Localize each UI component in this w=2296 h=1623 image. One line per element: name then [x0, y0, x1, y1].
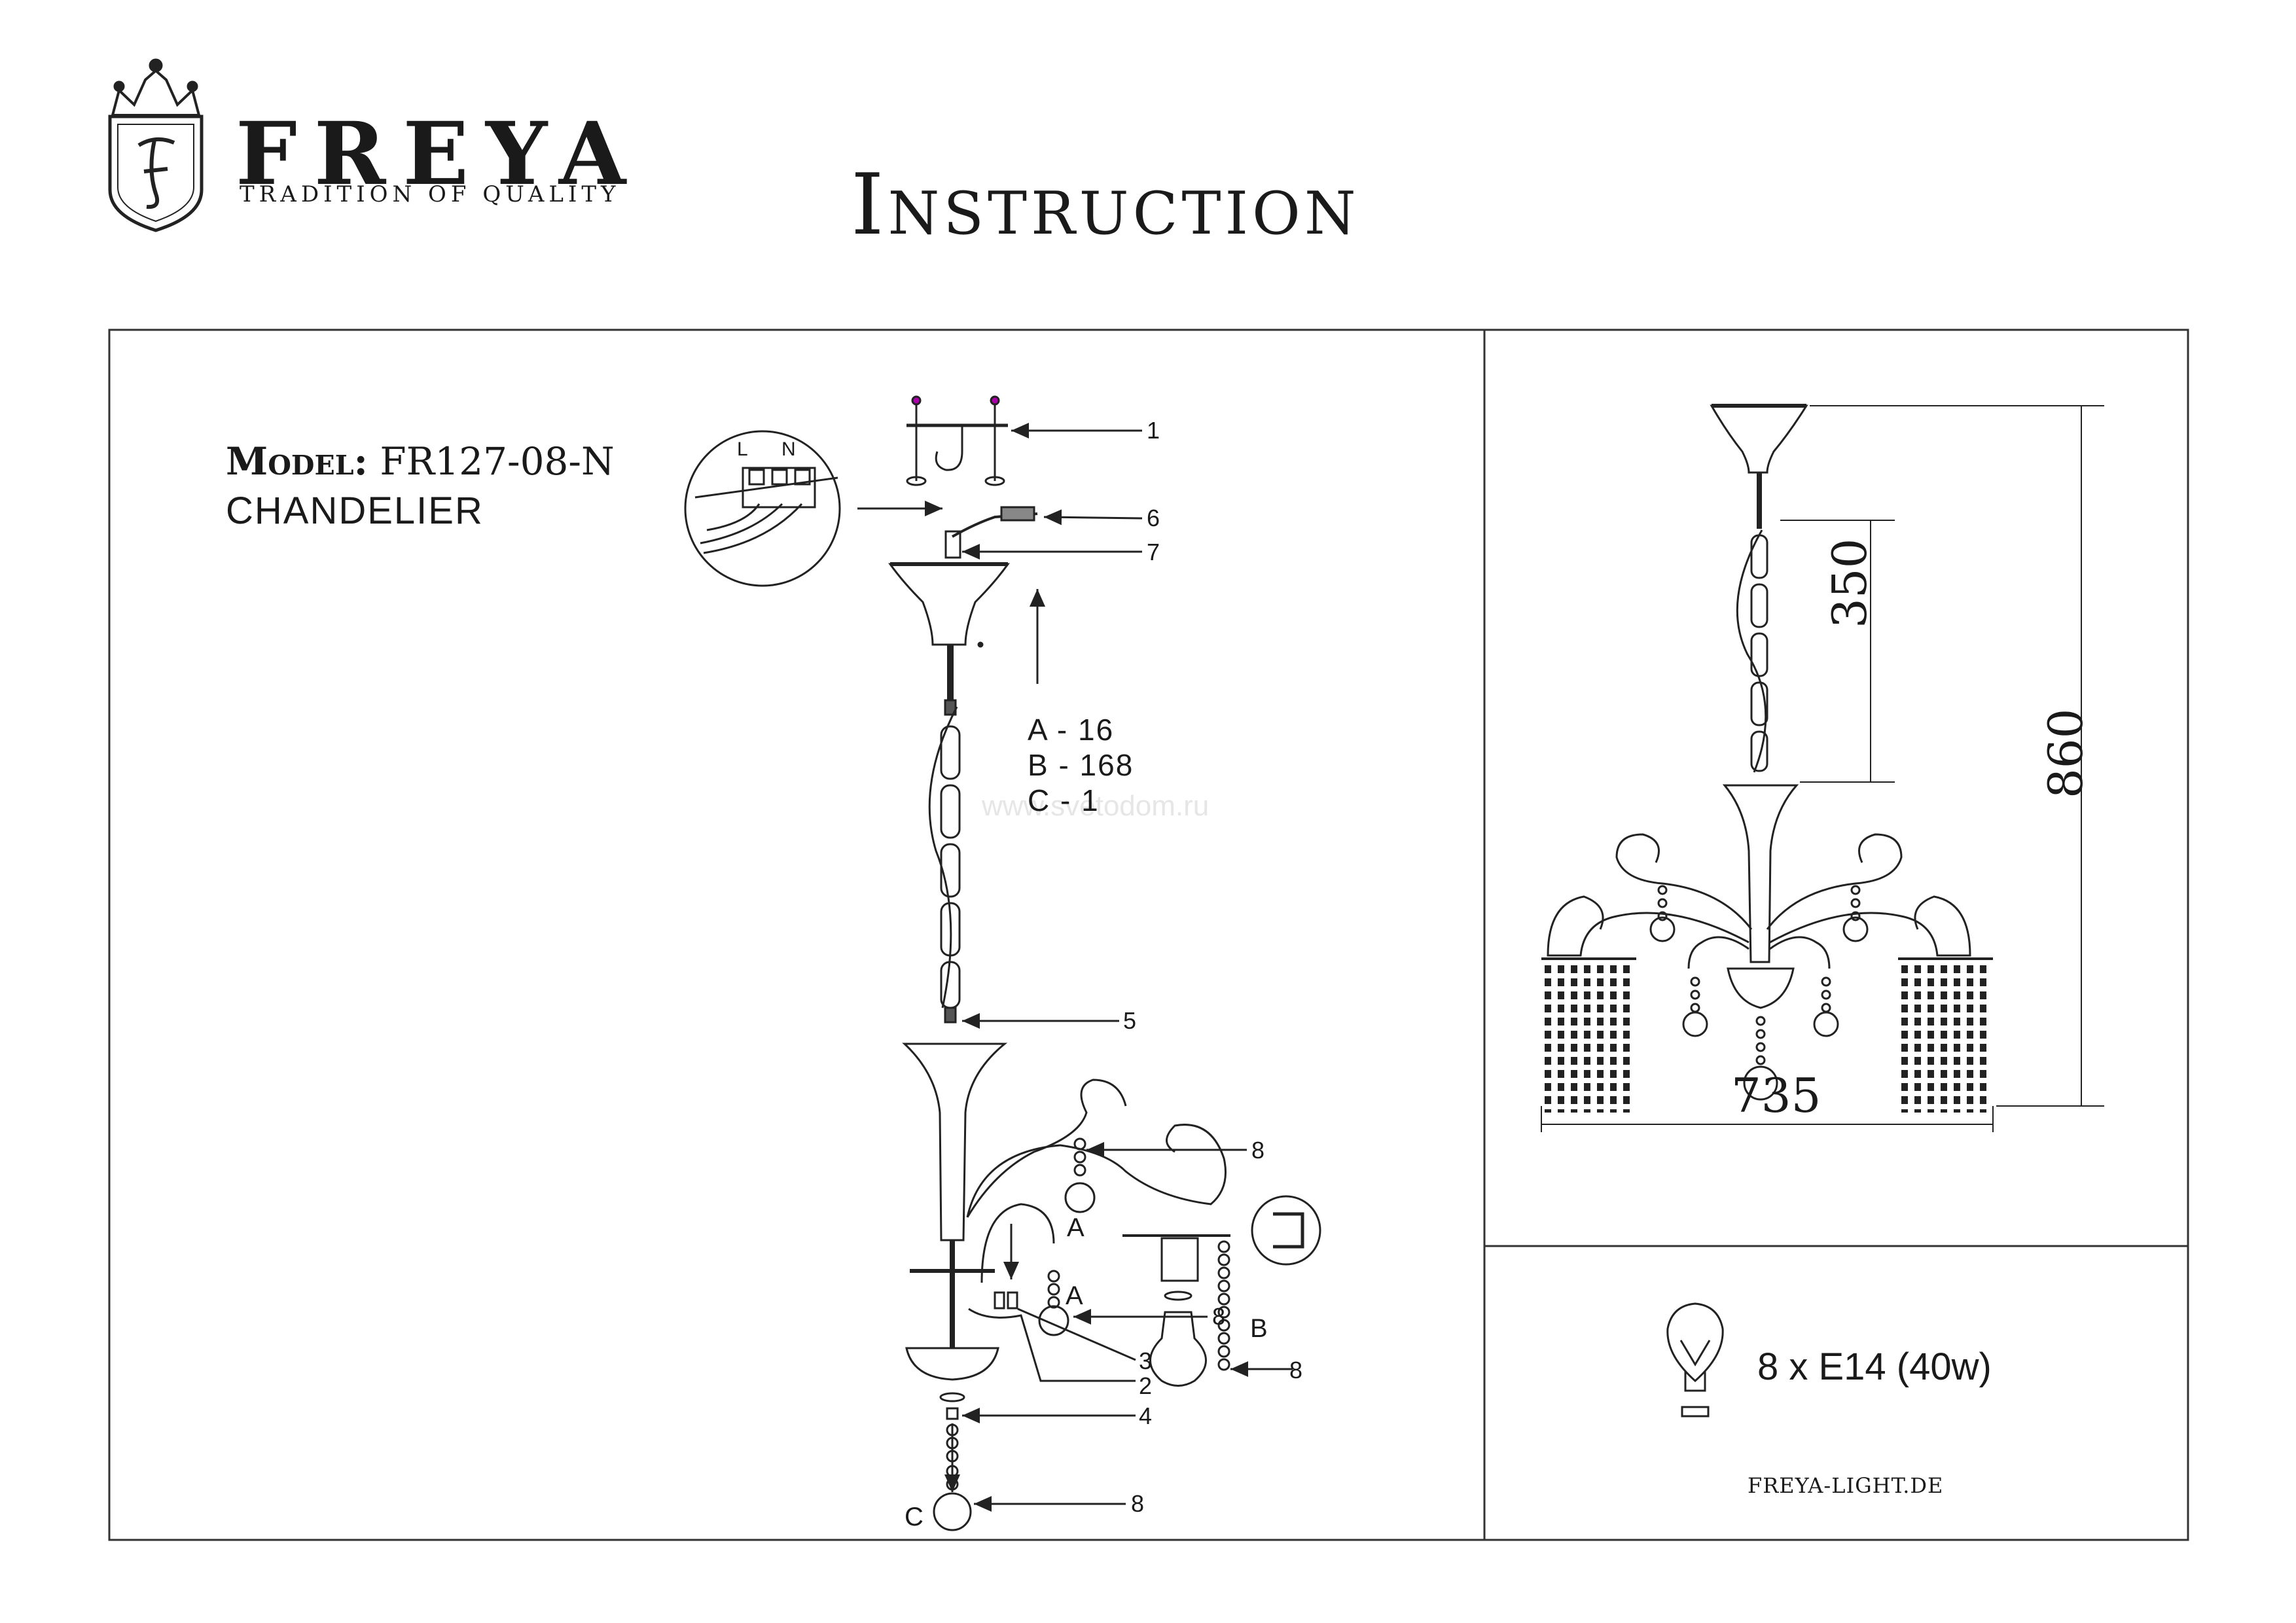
part-letter-c: C — [905, 1503, 924, 1531]
dimension-drop: 350 — [1822, 538, 1877, 628]
callout-8-b: 8 — [1289, 1357, 1303, 1383]
kit-count-b: B - 168 — [1028, 748, 1134, 782]
wiring-label-l: L — [737, 438, 748, 460]
wiring-label-n: N — [781, 438, 796, 460]
part-letter-a-string: A — [1066, 1281, 1083, 1310]
callout-1: 1 — [1147, 417, 1160, 444]
callout-2: 2 — [1139, 1372, 1153, 1399]
outer-frame — [108, 329, 2189, 1541]
callout-6: 6 — [1147, 505, 1160, 531]
product-type: CHANDELIER — [226, 490, 484, 532]
watermark-text: www.svetodom.ru — [982, 790, 1210, 822]
callout-3: 3 — [1139, 1347, 1153, 1374]
part-letter-a-arm: A — [1067, 1213, 1085, 1242]
website-link[interactable]: FREYA-LIGHT.DE — [1748, 1473, 1944, 1498]
dimension-height: 860 — [2038, 708, 2093, 798]
callout-arrows — [857, 423, 1293, 1512]
kit-count-a: A - 16 — [1028, 713, 1115, 747]
dimension-width: 735 — [1731, 1068, 1821, 1123]
callout-8-arm: 8 — [1251, 1137, 1265, 1164]
callout-5: 5 — [1123, 1007, 1137, 1034]
brand-name: FREYA — [236, 103, 643, 205]
callout-7: 7 — [1147, 539, 1160, 565]
dimension-drawing — [1541, 404, 2104, 1132]
model-label: Model: — [226, 439, 368, 484]
bulb-icon — [1666, 1302, 1724, 1418]
assembly-diagram — [684, 395, 1321, 1531]
callout-4: 4 — [1139, 1402, 1153, 1429]
freya-crest-logo — [108, 58, 204, 232]
brand-tagline: TRADITION OF QUALITY — [240, 181, 620, 207]
callout-8-string: 8 — [1212, 1303, 1226, 1330]
part-letter-b: B — [1250, 1314, 1268, 1343]
model-line: Model: FR127-08-N — [226, 442, 615, 480]
page-title: Instruction — [851, 156, 1360, 254]
callout-8-bottom: 8 — [1131, 1490, 1145, 1517]
kit-count-c: C - 1 — [1028, 783, 1100, 817]
model-number: FR127-08-N — [380, 439, 615, 484]
bulb-spec: 8 x E14 (40w) — [1757, 1346, 1992, 1388]
